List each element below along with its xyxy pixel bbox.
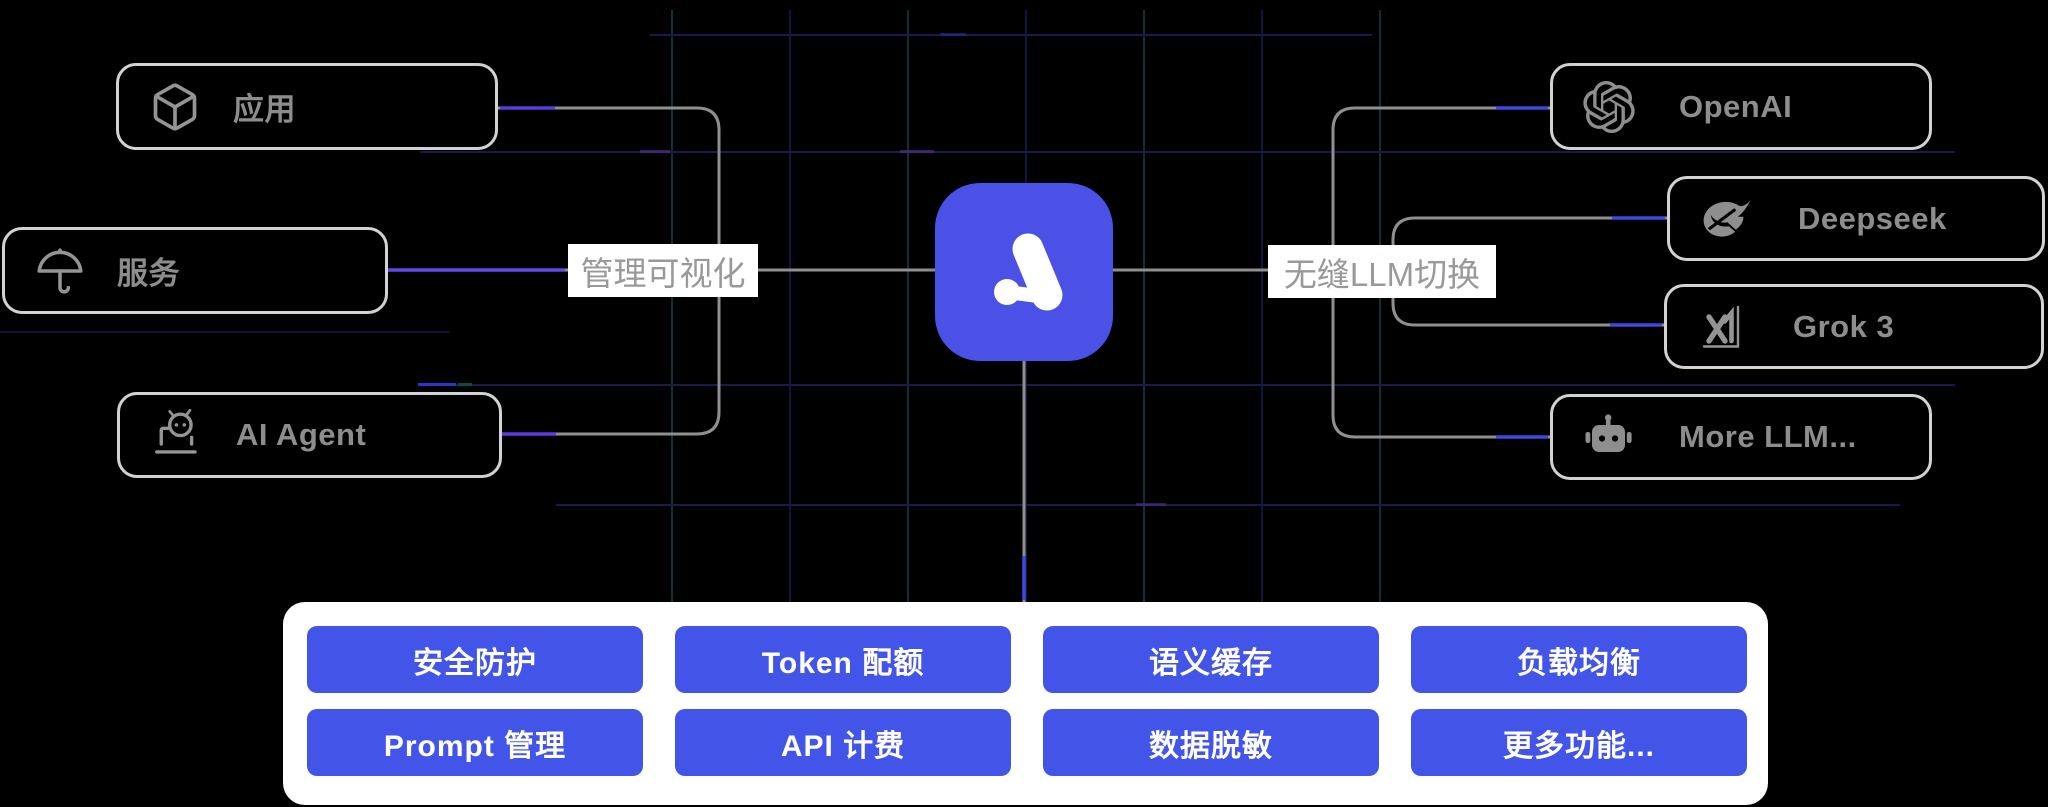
grid-line <box>1379 10 1381 602</box>
node-apps: 应用 <box>116 63 498 150</box>
grid-line <box>420 384 1955 386</box>
grid-tick <box>640 150 670 153</box>
feature-prompt-management: Prompt 管理 <box>307 709 643 776</box>
robot-icon <box>1583 413 1635 461</box>
edge-label-right-text: 无缝LLM切换 <box>1283 255 1481 293</box>
xai-icon <box>1697 301 1749 353</box>
node-label: 服务 <box>117 256 180 291</box>
grid-line <box>789 10 791 602</box>
node-label: More LLM... <box>1679 419 1857 454</box>
grid-tick <box>458 383 472 386</box>
node-label: 应用 <box>233 92 296 127</box>
feature-data-masking: 数据脱敏 <box>1043 709 1379 776</box>
feature-load-balance: 负载均衡 <box>1411 626 1747 693</box>
node-deepseek: Deepseek <box>1667 176 2045 261</box>
features-panel: 安全防护 Token 配额 语义缓存 负载均衡 Prompt 管理 API 计费… <box>283 602 1768 805</box>
agent-laptop-icon <box>150 408 204 462</box>
grid-line <box>1143 10 1145 602</box>
new-api-logo <box>935 183 1113 361</box>
logo-mark <box>994 233 1063 311</box>
node-services: 服务 <box>2 227 388 314</box>
feature-more: 更多功能... <box>1411 709 1747 776</box>
node-label: Deepseek <box>1798 200 1947 236</box>
feature-semantic-cache: 语义缓存 <box>1043 626 1379 693</box>
feature-api-billing: API 计费 <box>675 709 1011 776</box>
grid-line <box>1261 10 1263 602</box>
edge-label-right: 无缝LLM切换 <box>1268 245 1496 298</box>
grid-tick <box>900 150 934 153</box>
grid-line <box>420 151 1955 153</box>
grid-line <box>650 34 1372 36</box>
grid-tick <box>418 383 456 386</box>
feature-security: 安全防护 <box>307 626 643 693</box>
grid-line <box>556 504 1900 506</box>
edge-label-left-text: 管理可视化 <box>580 254 746 292</box>
grid-tick <box>940 33 966 36</box>
grid-tick <box>1136 503 1166 506</box>
umbrella-icon <box>35 246 85 296</box>
grid-line <box>671 10 673 602</box>
openai-icon <box>1583 80 1635 133</box>
node-label: Grok 3 <box>1793 308 1895 344</box>
grid-line <box>907 10 909 602</box>
node-grok: Grok 3 <box>1664 284 2044 369</box>
grid-line <box>0 331 450 333</box>
node-label: AI Agent <box>236 417 367 452</box>
node-openai: OpenAI <box>1550 63 1932 150</box>
node-label: OpenAI <box>1679 88 1793 124</box>
node-more-llm: More LLM... <box>1550 394 1932 480</box>
node-ai-agent: AI Agent <box>117 392 502 478</box>
box-icon <box>149 81 201 133</box>
feature-token-quota: Token 配额 <box>675 626 1011 693</box>
edge-label-left: 管理可视化 <box>568 244 758 297</box>
deepseek-whale-icon <box>1700 196 1754 242</box>
